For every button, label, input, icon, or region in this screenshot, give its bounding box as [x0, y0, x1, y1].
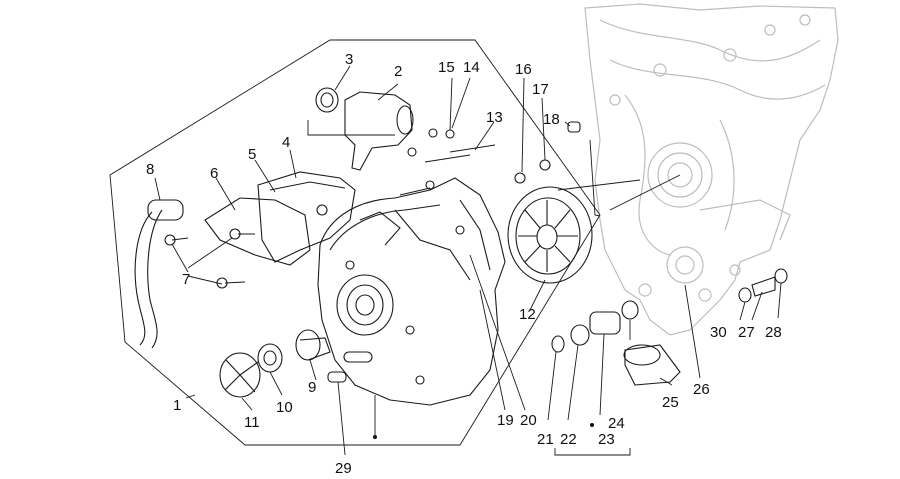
callout-12: 12	[519, 306, 536, 323]
callout-26: 26	[693, 381, 710, 398]
thermostat-housing	[315, 87, 414, 171]
callout-21: 21	[537, 431, 554, 448]
callout-13: 13	[486, 109, 503, 126]
callout-17: 17	[532, 81, 549, 98]
callout-20: 20	[520, 412, 537, 429]
callout-3: 3	[345, 51, 354, 68]
small-right-parts	[551, 268, 788, 386]
callout-23: 23	[598, 431, 615, 448]
pump-shaft-parts	[219, 329, 347, 398]
group-outline	[109, 39, 631, 456]
callout-28: 28	[765, 324, 782, 341]
crankcase-housing	[584, 3, 839, 336]
callout-22: 22	[560, 431, 577, 448]
callout-29: 29	[335, 460, 352, 477]
callout-7: 7	[182, 271, 191, 288]
callout-5: 5	[248, 146, 257, 163]
leader-lines	[154, 65, 782, 456]
callout-14: 14	[463, 59, 480, 76]
callout-10: 10	[276, 399, 293, 416]
shroud-parts	[204, 171, 356, 266]
callout-2: 2	[394, 63, 403, 80]
water-pump-cover	[317, 177, 506, 406]
callout-6: 6	[210, 165, 219, 182]
cooling-fan	[507, 186, 593, 284]
callout-18: 18	[543, 111, 560, 128]
callout-16: 16	[515, 61, 532, 78]
callout-19: 19	[497, 412, 514, 429]
callout-24: 24	[608, 415, 625, 432]
callout-4: 4	[282, 134, 291, 151]
callout-30: 30	[710, 324, 727, 341]
callout-9: 9	[308, 379, 317, 396]
callout-1: 1	[173, 397, 182, 414]
callout-25: 25	[662, 394, 679, 411]
callout-8: 8	[146, 161, 155, 178]
callout-11: 11	[244, 414, 260, 431]
callout-15: 15	[438, 59, 455, 76]
hose	[134, 199, 184, 349]
callout-27: 27	[738, 324, 755, 341]
